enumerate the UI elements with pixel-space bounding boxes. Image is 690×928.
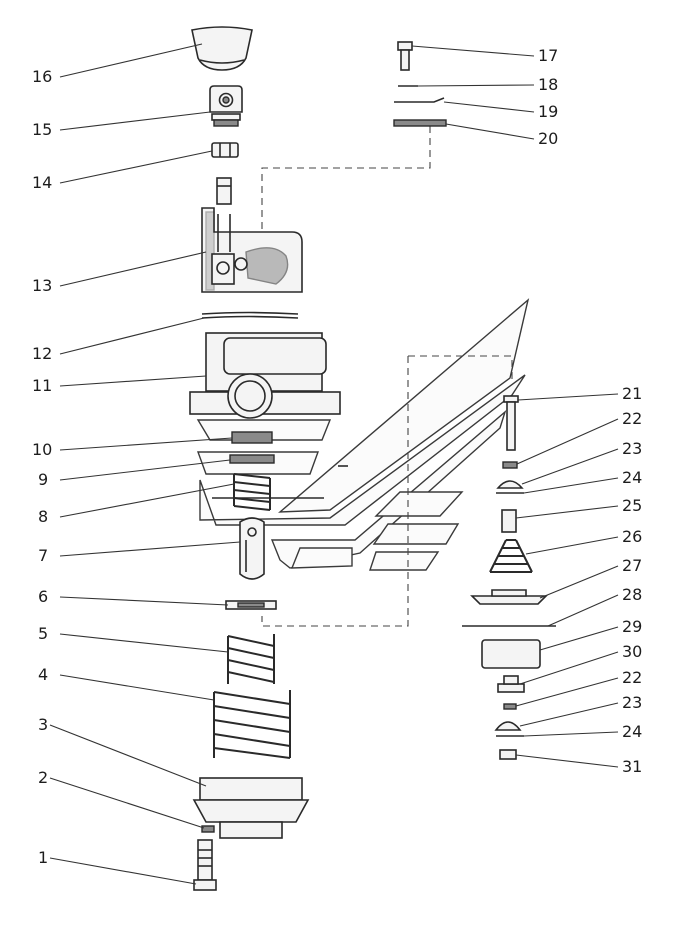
part-11-body: [189, 332, 341, 419]
callout-14: 14: [32, 173, 52, 192]
callout-5: 5: [38, 624, 48, 643]
part-26-cone-spring: [489, 539, 533, 573]
callout-12: 12: [32, 344, 52, 363]
callout-24: 24: [622, 468, 642, 487]
callout-30: 30: [622, 642, 642, 661]
part-31-nut: [499, 749, 517, 760]
part-8-small-spring: [233, 473, 271, 511]
callout-13: 13: [32, 276, 52, 295]
callout-19: 19: [538, 102, 558, 121]
part-19-spring-plate: [394, 97, 445, 103]
part-12-gasket: [201, 311, 299, 319]
callout-11: 11: [32, 376, 52, 395]
callout-labels: 16 15 14 13 12 11 10 9 8 7 6 5 4 3 2 1 1…: [32, 46, 642, 867]
part-4-outer-spring: [213, 690, 291, 759]
part-2-pin: [201, 825, 215, 833]
part-9-washer: [229, 454, 275, 464]
callout-18: 18: [538, 75, 558, 94]
part-15-clevis: [209, 85, 243, 127]
part-1-bolt: [193, 839, 217, 891]
callout-20: 20: [538, 129, 558, 148]
callout-6: 6: [38, 587, 48, 606]
callout-22-lower: 22: [622, 668, 642, 687]
callout-3: 3: [38, 715, 48, 734]
callout-8: 8: [38, 507, 48, 526]
callout-29: 29: [622, 617, 642, 636]
callout-7: 7: [38, 546, 48, 565]
part-23-cone-lower: [494, 721, 522, 731]
callout-26: 26: [622, 527, 642, 546]
part-25-sleeve: [501, 509, 517, 533]
part-30-boss: [497, 675, 525, 693]
part-5-inner-spring: [227, 634, 275, 684]
callout-16: 16: [32, 67, 52, 86]
assembly-dashed-lines: [261, 126, 513, 627]
part-29-cylinder: [481, 639, 541, 669]
part-10-block: [231, 431, 273, 444]
part-3-base: [192, 777, 310, 839]
part-22-cap-lower: [503, 703, 517, 710]
part-16-knob-cap: [191, 26, 253, 71]
callout-27: 27: [622, 556, 642, 575]
callout-10: 10: [32, 440, 52, 459]
callout-31: 31: [622, 757, 642, 776]
callout-24-lower: 24: [622, 722, 642, 741]
callout-22: 22: [622, 409, 642, 428]
part-22-cap: [502, 461, 518, 469]
callout-15: 15: [32, 120, 52, 139]
callout-1: 1: [38, 848, 48, 867]
callout-21: 21: [622, 384, 642, 403]
callout-9: 9: [38, 470, 48, 489]
callout-23-lower: 23: [622, 693, 642, 712]
callout-2: 2: [38, 768, 48, 787]
callout-25: 25: [622, 496, 642, 515]
part-7-plunger: [239, 517, 265, 580]
part-23-cone: [496, 480, 524, 489]
part-13-lever-housing: [201, 177, 303, 293]
callout-4: 4: [38, 665, 48, 684]
callout-23: 23: [622, 439, 642, 458]
part-17-screw: [397, 41, 413, 71]
part-27-dish: [470, 589, 548, 605]
part-14-nut: [211, 142, 239, 158]
part-6-disc: [225, 600, 277, 610]
part-21-pin: [503, 395, 519, 451]
leader-lines: [49, 43, 619, 885]
callout-17: 17: [538, 46, 558, 65]
part-20-plate: [393, 119, 447, 127]
callout-28: 28: [622, 585, 642, 604]
